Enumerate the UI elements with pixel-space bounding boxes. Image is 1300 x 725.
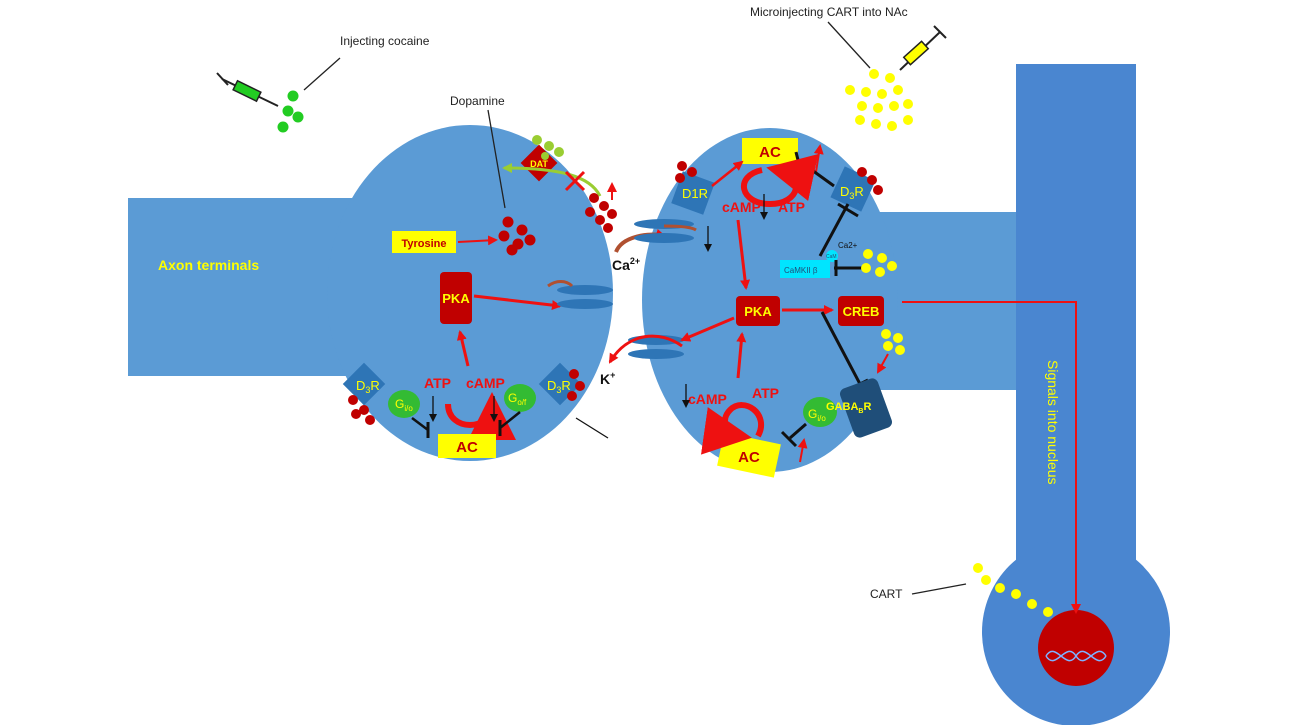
cart-dots-cellbody: [973, 563, 1053, 617]
cart-dots-camkii: [861, 249, 897, 277]
label-d3r-pre-right: D3R: [547, 378, 571, 395]
pka-presynaptic: [440, 272, 472, 324]
label-ca: Ca2+: [612, 256, 640, 273]
cam-icon: [826, 250, 838, 262]
label-signals-into-nucleus: Signals into nucleus: [1045, 360, 1061, 485]
g-protein-io-post: [803, 397, 837, 427]
cocaine-dots: [277, 90, 304, 133]
dopamine-bound-pre-right: [567, 369, 585, 401]
synaptic-dopamine-dots: [585, 193, 617, 233]
label-ca2-small: Ca2+: [838, 241, 858, 250]
camkii-box: [780, 260, 830, 278]
dna-icon: [1045, 650, 1107, 662]
d3r-receptor-post: [830, 166, 876, 212]
label-ac-post-top: AC: [759, 144, 781, 161]
label-creb: CREB: [843, 304, 880, 319]
dopamine-bound-pre-left: [348, 395, 375, 425]
label-pka-pre: PKA: [442, 291, 470, 306]
dopamine-vesicle-dots: [498, 216, 536, 256]
dopamine-bound-d3r-post: [857, 167, 883, 195]
label-tyrosine: Tyrosine: [401, 238, 446, 250]
dat-reuptake-dots: [532, 135, 564, 160]
dopamine-bound-d1r: [675, 161, 697, 183]
label-injecting-cocaine: Injecting cocaine: [340, 34, 430, 48]
g-protein-io-pre: [388, 390, 420, 418]
label-k: K+: [600, 370, 615, 387]
gaba-b-receptor: [840, 378, 892, 438]
creb-box: [838, 296, 884, 326]
label-gaba-b-r: GABABR: [826, 401, 871, 415]
label-d3r-pre-left: D3R: [356, 378, 380, 395]
label-axon-terminals: Axon terminals: [158, 257, 259, 273]
label-ac-post-bottom: AC: [738, 449, 760, 466]
label-dopamine: Dopamine: [450, 94, 505, 108]
ac-box-pre: [438, 434, 496, 458]
label-gio-pre: Gi/o: [395, 397, 413, 413]
cart-dots-injected: [845, 69, 913, 131]
cart-syringe-icon: [899, 25, 947, 71]
label-microinjecting-cart: Microinjecting CART into NAc: [750, 5, 908, 19]
tyrosine-box: [392, 231, 456, 253]
label-atp-post-bottom: ATP: [752, 385, 779, 401]
d3r-receptor-pre-left: [342, 362, 386, 406]
label-d1r: D1R: [682, 186, 708, 201]
label-dat: DAT: [530, 159, 548, 169]
label-camp-post-bottom: cAMP: [688, 391, 727, 407]
label-camp-post-top: cAMP: [722, 199, 761, 215]
label-pka-post: PKA: [744, 304, 772, 319]
ca-channel-presynaptic: [557, 285, 613, 309]
label-atp-pre: ATP: [424, 375, 451, 391]
nucleus: [1038, 610, 1114, 686]
blocked-cross-icon: [564, 170, 586, 192]
label-atp-post-top: ATP: [778, 199, 805, 215]
label-cam: CaM: [826, 254, 837, 260]
cocaine-syringe-icon: [216, 72, 279, 107]
label-d3r-post: D3R: [840, 184, 864, 201]
label-camp-pre: cAMP: [466, 375, 505, 391]
pka-postsynaptic: [736, 296, 780, 326]
cart-dots-creb: [881, 329, 905, 355]
label-camkii: CaMKII β: [784, 266, 818, 275]
label-gio-post: Gi/o: [808, 407, 826, 423]
label-ac-pre: AC: [456, 439, 478, 456]
label-cart: CART: [870, 587, 903, 601]
